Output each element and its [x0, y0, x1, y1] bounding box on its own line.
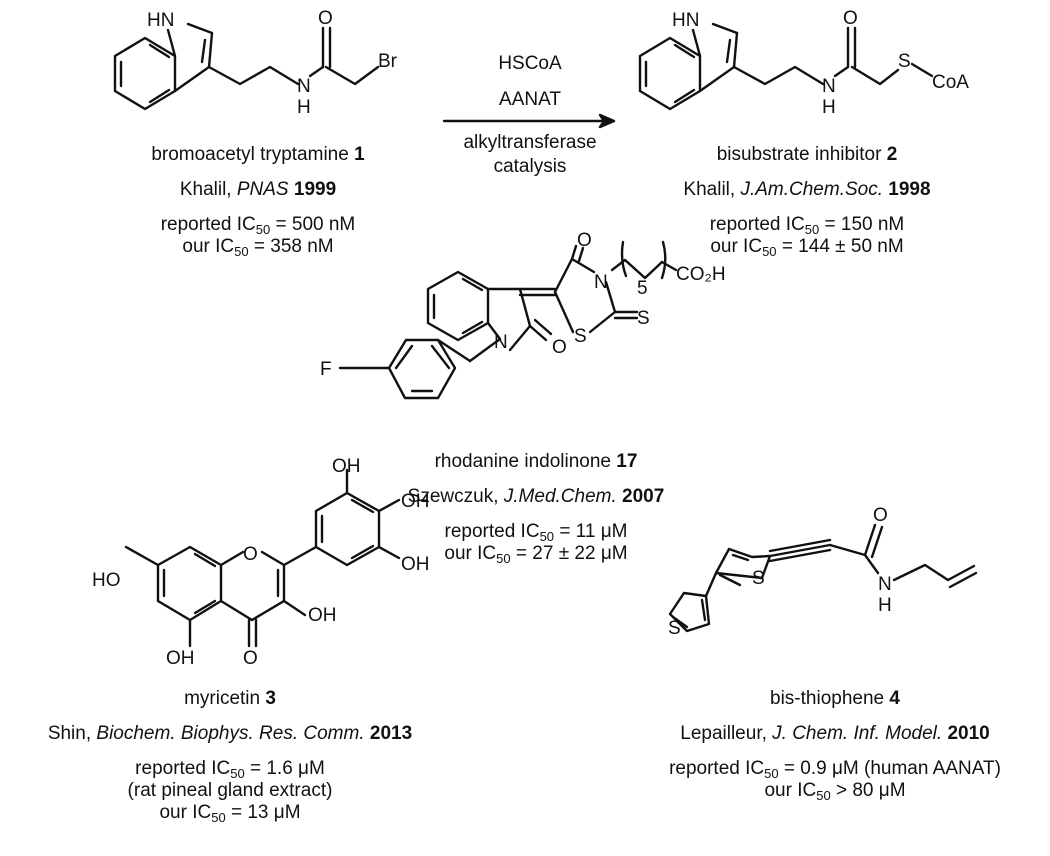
atom-o-2: O: [843, 8, 858, 29]
atom-coa-2: CoA: [932, 72, 969, 93]
reagent-aanat: AANAT: [499, 89, 561, 110]
assay-note: (rat pineal gland extract): [127, 780, 333, 801]
atom-h-1: H: [297, 97, 311, 118]
citation-line: Shin, Biochem. Biophys. Res. Comm. 2013: [47, 723, 413, 744]
atom-oh-1: OH: [332, 456, 361, 477]
citation-line: Khalil, PNAS 1999: [179, 179, 337, 200]
atom-n-rhodanine: N: [594, 272, 608, 293]
atom-o-ring: O: [243, 544, 258, 565]
atom-nh-1: HN: [147, 10, 174, 31]
atom-s-thiophene-b: S: [668, 618, 681, 639]
reported-ic50: reported IC50 = 0.9 μM (human AANAT): [669, 758, 1001, 781]
atom-br-1: Br: [378, 51, 398, 72]
our-ic50: our IC50 = 144 ± 50 nM: [710, 236, 904, 259]
atom-nh-2: HN: [672, 10, 699, 31]
atom-n-2: N: [822, 76, 836, 97]
reported-ic50: reported IC50 = 1.6 μM: [135, 758, 325, 781]
compound-name-line: bis-thiophene 4: [770, 688, 900, 709]
reported-ic50: reported IC50 = 500 nM: [160, 214, 356, 237]
atom-o-rhodanine: O: [577, 230, 592, 251]
caption-compound-17: rhodanine indolinone 17 Szewczuk, J.Med.…: [396, 451, 676, 565]
atom-n-1: N: [297, 76, 311, 97]
atom-h-4: H: [878, 595, 892, 616]
atom-co2h: CO₂H: [676, 264, 726, 285]
our-ic50: our IC50 = 13 μM: [159, 802, 301, 825]
atom-o-1: O: [318, 8, 333, 29]
our-ic50: our IC50 = 27 ± 22 μM: [444, 543, 628, 566]
citation-line: Khalil, J.Am.Chem.Soc. 1998: [683, 179, 931, 200]
atom-oh-2: OH: [401, 491, 430, 512]
atom-oh-c5: OH: [166, 648, 195, 669]
structure-compound-4: S S O N H: [668, 505, 978, 639]
atom-ho: HO: [92, 570, 121, 591]
atom-o-keto: O: [243, 648, 258, 669]
caption-compound-3: myricetin 3 Shin, Biochem. Biophys. Res.…: [20, 688, 440, 824]
chain-count-5: 5: [637, 278, 648, 299]
compound-name-line: rhodanine indolinone 17: [434, 451, 638, 472]
structure-compound-2: HN O N H S CoA: [638, 8, 969, 118]
our-ic50: our IC50 = 358 nM: [182, 236, 334, 259]
reported-ic50: reported IC50 = 11 μM: [444, 521, 628, 544]
condition-line-2: catalysis: [493, 156, 567, 177]
caption-compound-4: bis-thiophene 4 Lepailleur, J. Chem. Inf…: [640, 688, 1030, 802]
citation-line: Lepailleur, J. Chem. Inf. Model. 2010: [680, 723, 990, 744]
condition-line-1: alkyltransferase: [463, 132, 597, 153]
atom-s-exo: S: [637, 308, 650, 329]
atom-f: F: [320, 359, 332, 380]
atom-o-4: O: [873, 505, 888, 526]
caption-compound-2: bisubstrate inhibitor 2 Khalil, J.Am.Che…: [652, 144, 962, 258]
atom-o-indole: O: [552, 337, 567, 358]
atom-s-ring: S: [574, 326, 587, 347]
atom-s-2: S: [898, 51, 911, 72]
structure-compound-1: HN O N H Br: [113, 8, 398, 118]
compound-name-line: bromoacetyl tryptamine 1: [151, 144, 365, 165]
atom-h-2: H: [822, 97, 836, 118]
reported-ic50: reported IC50 = 150 nM: [709, 214, 905, 237]
atom-oh-3: OH: [401, 554, 430, 575]
atom-s-thiophene-a: S: [752, 568, 765, 589]
atom-n-indole: N: [494, 332, 508, 353]
structure-compound-17: N O O N S S 5 CO₂H F: [320, 230, 726, 400]
compound-name-line: bisubstrate inhibitor 2: [716, 144, 898, 165]
citation-line: Szewczuk, J.Med.Chem. 2007: [407, 486, 665, 507]
structure-compound-3: HO O OH OH OH OH OH O: [92, 456, 430, 669]
caption-compound-1: bromoacetyl tryptamine 1 Khalil, PNAS 19…: [118, 144, 398, 258]
our-ic50: our IC50 > 80 μM: [764, 780, 906, 803]
atom-oh-c3: OH: [308, 605, 337, 626]
atom-n-4: N: [878, 574, 892, 595]
reagent-hscoa: HSCoA: [498, 53, 562, 74]
compound-name-line: myricetin 3: [184, 688, 276, 709]
reaction-arrow: [442, 113, 616, 129]
